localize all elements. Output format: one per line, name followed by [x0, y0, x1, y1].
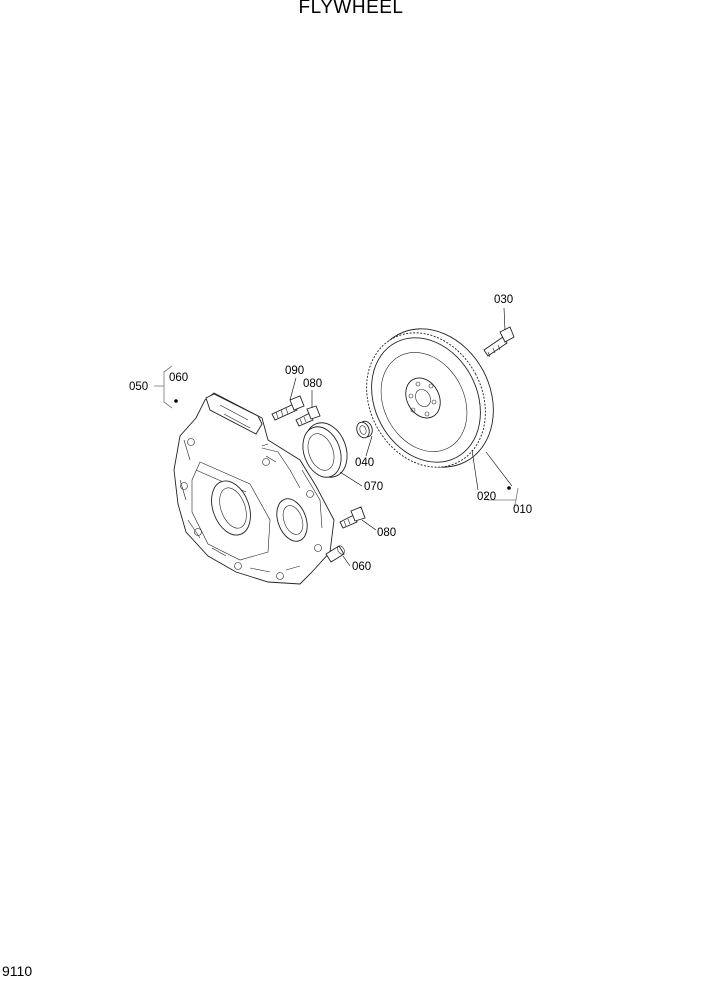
callout-080-lower: 080: [377, 527, 396, 539]
page-number: 9110: [2, 963, 33, 979]
callout-060-lower: 060: [352, 561, 371, 573]
flywheel-housing: [173, 392, 335, 585]
callout-020: 020: [477, 491, 496, 503]
callout-070: 070: [364, 481, 383, 493]
group-bracket-050: [163, 365, 173, 409]
bolt-030: [483, 326, 515, 358]
bolt-090: [271, 395, 305, 421]
assembly-ref-dot: [507, 486, 511, 490]
group-bracket-tick-010: [513, 499, 517, 509]
callout-050: 050: [129, 381, 148, 393]
assembly-ref-dot: [174, 399, 178, 403]
page-title: FLYWHEEL: [298, 0, 404, 18]
callout-010: 010: [513, 504, 532, 516]
bearing-040: [356, 420, 373, 439]
group-bracket-010: [483, 487, 519, 501]
callout-090: 090: [285, 365, 304, 377]
leader-lines: [289, 307, 513, 567]
callout-030: 030: [494, 294, 513, 306]
callout-080-upper: 080: [303, 378, 322, 390]
flywheel-020: [366, 328, 494, 468]
callout-060-upper: 060: [169, 372, 188, 384]
oil-seal-070: [302, 422, 348, 478]
bolt-080-upper: [295, 405, 321, 427]
dowel-pin-060: [325, 545, 345, 563]
callout-040: 040: [355, 457, 374, 469]
bolt-080-lower: [339, 506, 366, 529]
